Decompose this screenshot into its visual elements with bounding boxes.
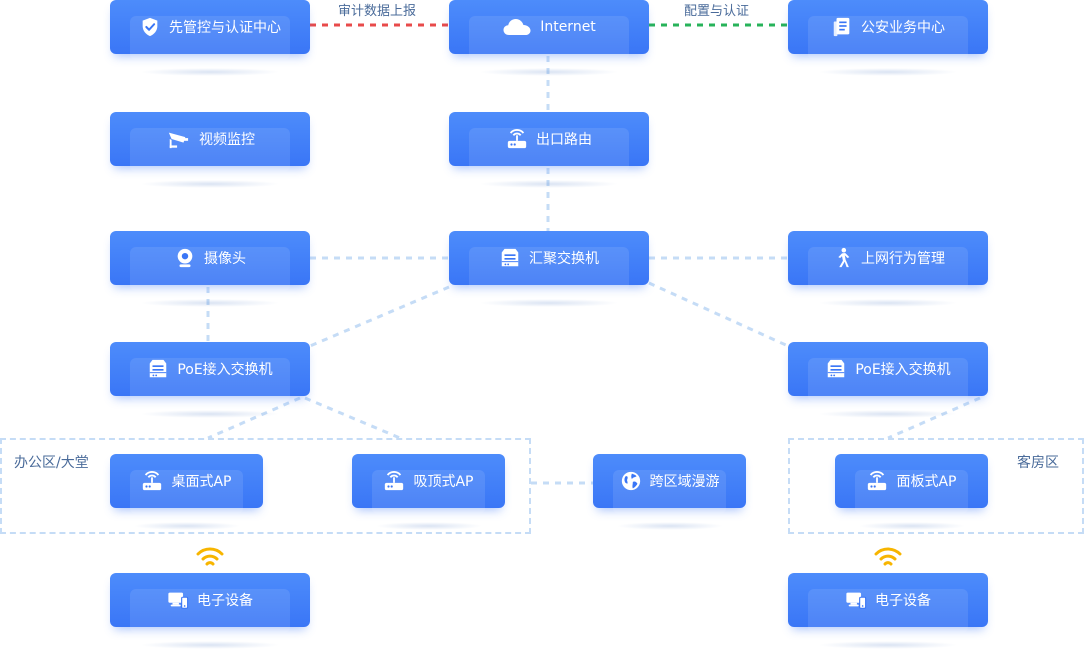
node-label: 公安业务中心 xyxy=(861,20,945,36)
zone-office-lobby xyxy=(0,438,531,534)
node-label: 上网行为管理 xyxy=(861,251,945,267)
node-device-right[interactable]: 电子设备 xyxy=(788,573,988,633)
link-label-config-auth: 配置与认证 xyxy=(684,4,750,19)
node-label: PoE接入交换机 xyxy=(177,362,273,378)
cloud-icon xyxy=(502,16,532,38)
link-poe-right-zone xyxy=(887,396,981,440)
access-point-icon xyxy=(866,470,888,492)
node-label: 电子设备 xyxy=(197,593,253,609)
document-icon xyxy=(831,16,853,38)
wifi-signal-icon xyxy=(874,547,902,566)
zone-label-office-lobby: 办公区/大堂 xyxy=(14,455,89,471)
node-label: 摄像头 xyxy=(204,251,246,267)
node-auth-center[interactable]: 先管控与认证中心 xyxy=(110,0,310,60)
node-core-switch[interactable]: 汇聚交换机 xyxy=(449,231,649,291)
link-label-audit-report: 审计数据上报 xyxy=(338,4,417,19)
node-internet[interactable]: Internet xyxy=(449,0,649,60)
access-point-icon xyxy=(141,470,163,492)
zone-guest-room xyxy=(788,438,1084,534)
node-exit-router[interactable]: 出口路由 xyxy=(449,112,649,172)
cctv-camera-icon xyxy=(165,128,191,150)
node-poe-switch-left[interactable]: PoE接入交换机 xyxy=(110,342,310,402)
node-label: 先管控与认证中心 xyxy=(169,20,281,36)
devices-icon xyxy=(845,589,867,611)
node-behavior-mgmt[interactable]: 上网行为管理 xyxy=(788,231,988,291)
node-label: 电子设备 xyxy=(875,593,931,609)
node-device-left[interactable]: 电子设备 xyxy=(110,573,310,633)
node-panel-ap[interactable]: 面板式AP xyxy=(835,454,988,514)
devices-icon xyxy=(167,589,189,611)
globe-icon xyxy=(620,470,642,492)
node-ceiling-ap[interactable]: 吸顶式AP xyxy=(352,454,505,514)
router-icon xyxy=(506,128,528,150)
node-label: 吸顶式AP xyxy=(413,474,474,490)
node-poe-switch-right[interactable]: PoE接入交换机 xyxy=(788,342,988,402)
link-poe-left-zone-a xyxy=(207,396,301,440)
node-label: 面板式AP xyxy=(896,474,957,490)
node-label: 桌面式AP xyxy=(171,474,232,490)
link-poe-left-zone-b xyxy=(304,396,401,440)
zone-label-guest-room: 客房区 xyxy=(1017,455,1059,471)
node-security-center[interactable]: 公安业务中心 xyxy=(788,0,988,60)
shield-check-icon xyxy=(139,16,161,38)
node-label: 跨区域漫游 xyxy=(649,474,720,490)
node-label: Internet xyxy=(540,19,596,35)
node-roaming[interactable]: 跨区域漫游 xyxy=(593,454,746,514)
wifi-signal-icon xyxy=(196,547,224,566)
walking-person-icon xyxy=(831,247,853,269)
node-video-monitor[interactable]: 视频监控 xyxy=(110,112,310,172)
node-label: 汇聚交换机 xyxy=(529,251,599,267)
webcam-icon xyxy=(174,247,196,269)
node-camera[interactable]: 摄像头 xyxy=(110,231,310,291)
link-switch-poe-left xyxy=(309,285,450,348)
node-desktop-ap[interactable]: 桌面式AP xyxy=(110,454,263,514)
node-label: 视频监控 xyxy=(199,132,255,148)
switch-icon xyxy=(147,358,169,380)
switch-icon xyxy=(825,358,847,380)
node-label: PoE接入交换机 xyxy=(855,362,951,378)
switch-icon xyxy=(499,247,521,269)
access-point-icon xyxy=(383,470,405,492)
node-label: 出口路由 xyxy=(536,132,592,148)
link-switch-poe-right xyxy=(648,281,789,348)
